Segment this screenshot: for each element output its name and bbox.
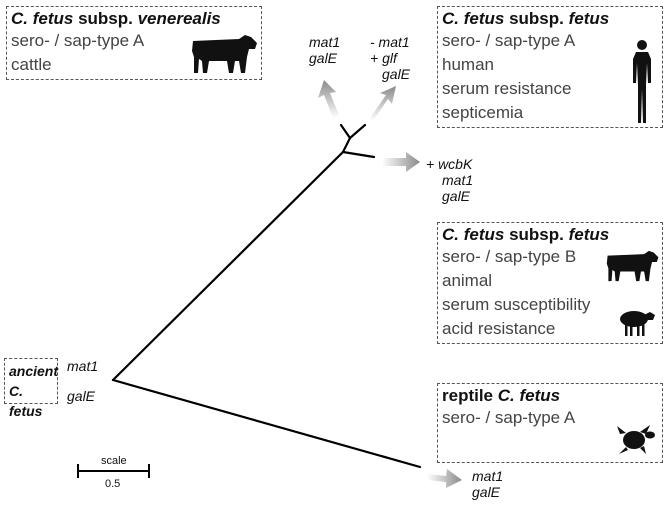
gene-name: galE: [309, 50, 338, 66]
gene-label-reptile: mat1 galE: [472, 468, 503, 500]
fetus-b-line: serum susceptibility: [442, 295, 591, 314]
venerealis-box: C. fetus subsp. venerealis sero- / sap-t…: [6, 6, 262, 80]
fetus-a-line: serum resistance: [442, 79, 572, 98]
arrow-fetus-a: [370, 86, 396, 121]
ancient-line2: C. fetus: [9, 383, 43, 419]
arrow-reptile: [427, 469, 462, 488]
reptile-title: reptile C. fetus: [442, 386, 561, 405]
human-icon: [633, 40, 651, 123]
gene-label-fetus-a: - mat1 + glf galE: [370, 34, 410, 82]
ancient-line1: ancient: [9, 363, 59, 379]
upper-node-branch-fetus-b: [341, 150, 376, 159]
fetus-b-box: C. fetus subsp. fetus sero- / sap-type B…: [437, 222, 663, 344]
venerealis-line: sero- / sap-type A: [11, 31, 145, 50]
root-to-reptile: [111, 378, 422, 469]
fetus-b-line: acid resistance: [442, 319, 556, 338]
gene-name: galE: [472, 484, 501, 500]
venerealis-line: cattle: [11, 55, 52, 74]
root-to-upper-node: [111, 150, 345, 382]
gene-name: + wcbK: [426, 156, 473, 172]
gene-label-root-top: mat1: [67, 358, 99, 374]
gene-name: mat1: [472, 468, 504, 484]
gene-name: + glf: [370, 50, 397, 66]
scale-bar: [77, 464, 150, 478]
sheep-icon: [620, 311, 655, 336]
gene-name: galE: [442, 188, 471, 204]
scale-label: scale: [101, 455, 127, 467]
upper-node-to-subnode: [341, 136, 352, 154]
gene-name: mat1: [309, 34, 341, 50]
gene-name: mat1: [442, 172, 474, 188]
fetus-b-title: C. fetus subsp. fetus: [442, 225, 610, 244]
scale-value: 0.5: [105, 478, 121, 490]
cow-icon: [192, 35, 257, 73]
fetus-b-line: sero- / sap-type B: [442, 247, 577, 266]
turtle-icon: [617, 425, 655, 454]
arrow-venerealis: [318, 80, 339, 118]
subnode-branch-fetus-a: [348, 123, 367, 140]
reptile-box: reptile C. fetus sero- / sap-type A: [437, 383, 663, 463]
fetus-a-box: C. fetus subsp. fetus sero- / sap-type A…: [437, 6, 663, 128]
gene-label-fetus-b: + wcbK mat1 galE: [426, 156, 473, 204]
arrow-fetus-b: [382, 152, 420, 172]
fetus-a-line: septicemia: [442, 103, 524, 122]
gene-label-venerealis: mat1 galE: [309, 34, 340, 66]
ancient-box: ancient C. fetus: [4, 358, 59, 419]
fetus-b-line: animal: [442, 271, 493, 290]
fetus-a-line: sero- / sap-type A: [442, 31, 576, 50]
subnode-branch-venerealis: [339, 123, 352, 140]
fetus-a-title: C. fetus subsp. fetus: [442, 9, 610, 28]
reptile-line: sero- / sap-type A: [442, 408, 576, 427]
cow-icon: [606, 250, 659, 282]
gene-label-root-bottom: galE: [67, 388, 96, 404]
gene-name: galE: [382, 66, 411, 82]
gene-name: - mat1: [370, 34, 410, 50]
fetus-a-line: human: [442, 55, 494, 74]
venerealis-title: C. fetus subsp. venerealis: [11, 9, 221, 28]
